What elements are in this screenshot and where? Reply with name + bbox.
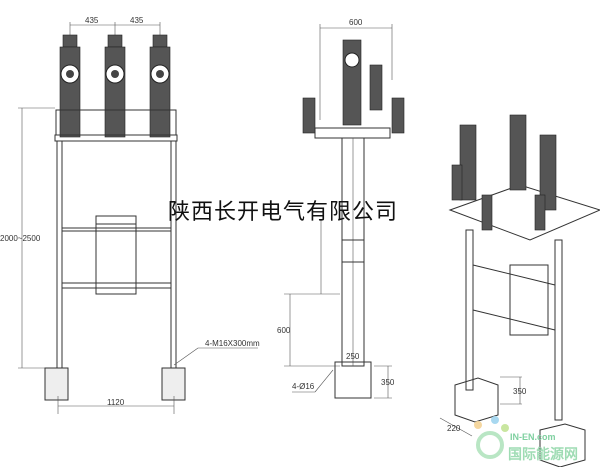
iso-dim-width: 220 [447,424,461,433]
logo-text-en: IN-EN.com [510,432,556,442]
dim-pitch-2: 435 [130,16,144,25]
dim-hole: 4-Ø16 [292,382,315,391]
dim-pitch-1: 435 [85,16,99,25]
iso-dim-foundation: 350 [513,387,527,396]
dim-width: 1120 [107,398,125,407]
isometric-view: 350 220 [439,114,600,467]
logo-mark [474,416,509,459]
insulator-2 [104,34,126,138]
dim-bolt: 4-M16X300mm [205,339,260,348]
insulator-3 [149,34,171,138]
dim-top: 600 [349,18,363,27]
dim-foundation: 350 [381,378,395,387]
dim-side-height: 600 [277,326,291,335]
logo-text-cn: 国际能源网 [508,447,578,463]
front-view: 435 435 2000~2500 4-M16X300mm 1120 [0,16,260,414]
insulator-1 [59,34,81,138]
dim-base: 250 [346,352,360,361]
side-view: 600 600 250 4-Ø16 350 [277,18,405,399]
dim-height: 2000~2500 [0,234,41,243]
company-watermark: 陕西长开电气有限公司 [168,200,399,225]
